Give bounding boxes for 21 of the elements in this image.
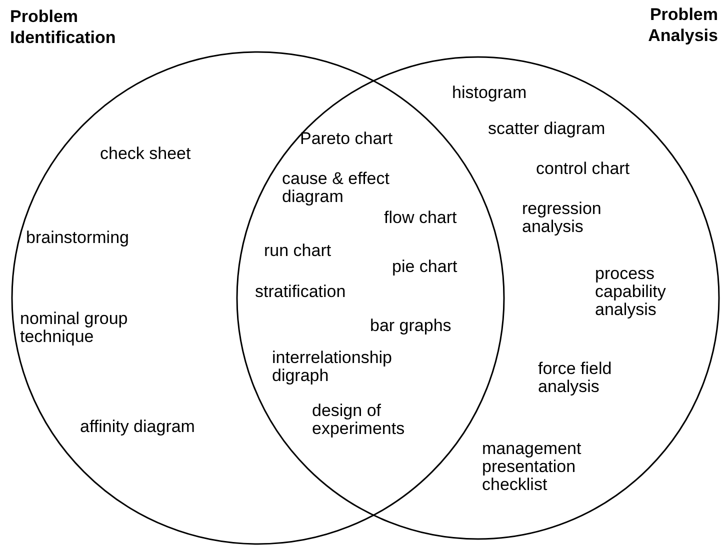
- tool-label: check sheet: [100, 145, 192, 163]
- tool-label: run chart: [264, 242, 332, 260]
- tool-label: pie chart: [392, 258, 458, 276]
- tool-label: control chart: [536, 160, 631, 178]
- group-heading: Problem Analysis: [647, 4, 718, 46]
- tool-label: Pareto chart: [300, 130, 394, 148]
- tool-label: stratification: [255, 283, 347, 301]
- tool-label: design of experiments: [312, 402, 406, 438]
- tool-label: flow chart: [384, 209, 458, 227]
- tool-label: process capability analysis: [595, 265, 667, 319]
- tool-label: force field analysis: [538, 360, 613, 396]
- tool-label: bar graphs: [370, 317, 452, 335]
- tool-label: scatter diagram: [488, 120, 606, 138]
- tool-label: histogram: [452, 84, 528, 102]
- tool-label: interrelationship digraph: [272, 349, 394, 385]
- tool-label: affinity diagram: [80, 418, 196, 436]
- tool-label: management presentation checklist: [482, 440, 582, 494]
- tool-label: nominal group technique: [20, 310, 129, 346]
- tool-label: brainstorming: [26, 229, 130, 247]
- group-heading: Problem Identification: [10, 6, 117, 48]
- tool-label: regression analysis: [522, 200, 602, 236]
